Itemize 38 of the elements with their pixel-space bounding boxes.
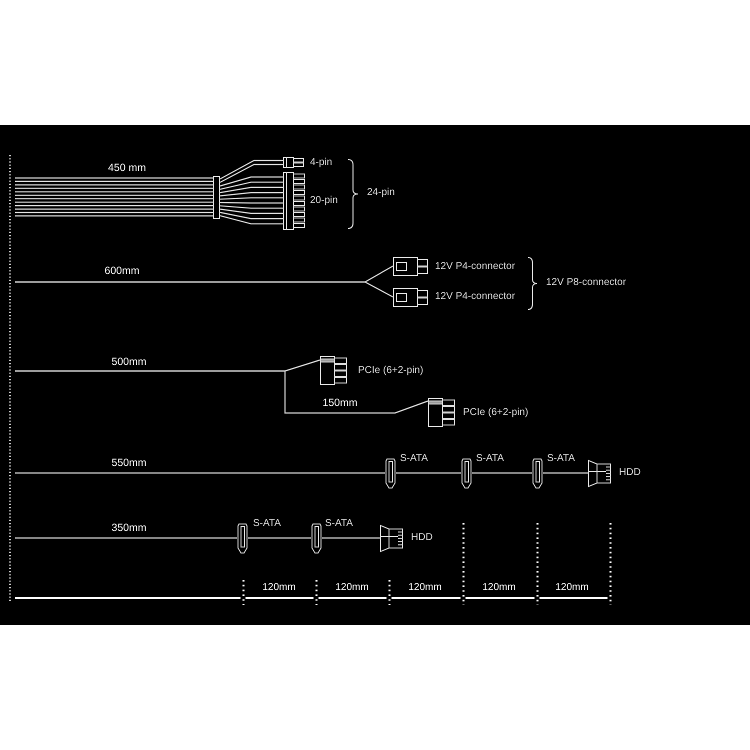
cable-length-label: 450 mm	[106, 162, 148, 174]
cable-line	[248, 537, 311, 539]
cable-line	[396, 472, 461, 474]
cable-line	[15, 537, 237, 539]
dimension-label: 120mm	[482, 582, 516, 594]
cable-length-label: 500mm	[110, 356, 148, 368]
wire-bundle	[14, 177, 214, 216]
connector-label: 12V P4-connector	[435, 291, 516, 303]
group-label: 12V P8-connector	[546, 277, 626, 289]
cable-length-label: 150mm	[320, 397, 360, 409]
cable-line	[15, 370, 428, 414]
cable-line	[15, 281, 394, 298]
cable-length-label: 350mm	[110, 522, 148, 534]
cable-length-label: 550mm	[110, 457, 148, 469]
connector-label: HDD	[619, 467, 641, 479]
connector-label: S-ATA	[476, 453, 504, 465]
dimension-label: 120mm	[335, 582, 369, 594]
connector-label: S-ATA	[400, 453, 428, 465]
wire-bundle	[219, 160, 284, 183]
cable-length-label: 600mm	[102, 265, 142, 277]
connector-label: 4-pin	[310, 157, 332, 169]
connector-label: PCIe (6+2-pin)	[463, 407, 528, 419]
connector-label: S-ATA	[547, 453, 575, 465]
cable-line	[322, 537, 380, 539]
dimension-label: 120mm	[555, 582, 589, 594]
connector-label: S-ATA	[253, 518, 281, 530]
connector-label: S-ATA	[325, 518, 353, 530]
wire-bundle	[219, 176, 284, 224]
connector-label: HDD	[411, 532, 433, 544]
connector-label: 12V P4-connector	[435, 261, 516, 273]
connector-label: PCIe (6+2-pin)	[358, 365, 424, 377]
connector-label: 20-pin	[310, 195, 338, 207]
dimension-label: 120mm	[408, 582, 442, 594]
cable-line	[15, 472, 385, 474]
dimension-label: 120mm	[262, 582, 296, 594]
cable-line	[543, 472, 588, 474]
group-label: 24-pin	[367, 187, 395, 199]
cable-line	[472, 472, 532, 474]
